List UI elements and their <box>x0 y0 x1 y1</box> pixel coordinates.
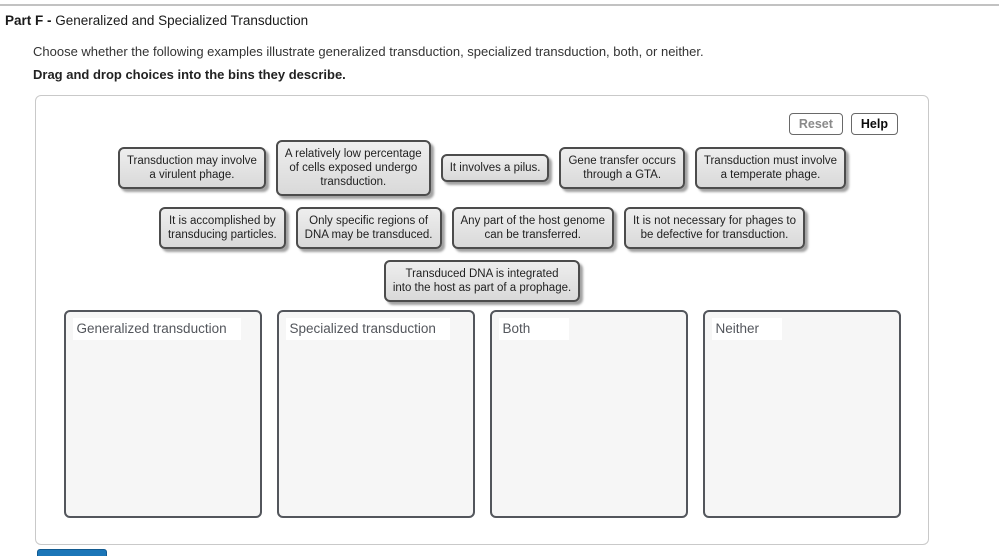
answer-bins: Generalized transduction Specialized tra… <box>36 310 928 518</box>
help-button[interactable]: Help <box>850 113 898 135</box>
part-label: Part F - <box>5 13 56 28</box>
part-title: Generalized and Specialized Transduction <box>55 13 309 28</box>
bin-specialized-transduction[interactable]: Specialized transduction <box>276 310 475 518</box>
bin-generalized-transduction[interactable]: Generalized transduction <box>63 310 262 518</box>
part-heading: Part F - Generalized and Specialized Tra… <box>5 13 308 28</box>
choice-chip-pilus[interactable]: It involves a pilus. <box>440 154 550 182</box>
bin-label: Generalized transduction <box>72 318 241 340</box>
submit-button[interactable] <box>37 549 107 556</box>
directive-text: Drag and drop choices into the bins they… <box>33 67 346 82</box>
bin-neither[interactable]: Neither <box>702 310 901 518</box>
bin-label: Specialized transduction <box>285 318 450 340</box>
instruction-text: Choose whether the following examples il… <box>33 44 704 59</box>
reset-button[interactable]: Reset <box>788 113 843 135</box>
bin-both[interactable]: Both <box>489 310 688 518</box>
bin-label: Neither <box>711 318 782 340</box>
panel-actions: Reset Help <box>788 113 898 135</box>
bin-label: Both <box>498 318 569 340</box>
top-divider <box>0 4 999 6</box>
